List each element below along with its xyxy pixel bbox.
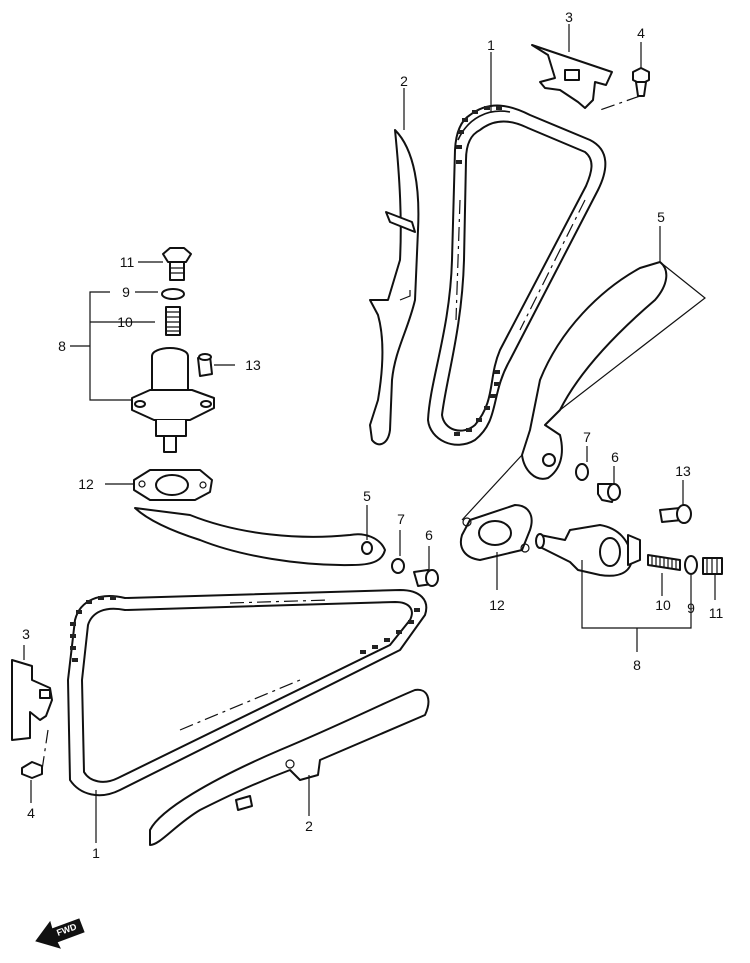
spring-10-left (165, 306, 181, 336)
callout-3-left: 3 (22, 626, 30, 642)
chain-guide-plate-left (11, 659, 53, 741)
washer-9-left (161, 288, 185, 300)
chain-guide-plate-top (531, 44, 613, 109)
callout-12-right: 12 (489, 597, 505, 613)
chain-links-top (456, 106, 511, 164)
gasket-right (460, 454, 533, 561)
callout-10-left: 10 (117, 314, 133, 330)
callout-9-left: 9 (122, 284, 130, 300)
tensioner-arm-right (521, 261, 706, 480)
fwd-arrow-icon: FWD (35, 918, 85, 949)
bolt-6-right (597, 483, 621, 503)
callout-8-right: 8 (633, 657, 641, 673)
tensioner-body-left (131, 347, 215, 453)
callout-9-right: 9 (687, 600, 695, 616)
callout-5-middle: 5 (363, 488, 371, 504)
leader-lines (23, 24, 716, 843)
callout-11-right: 11 (708, 605, 724, 621)
callout-6-middle: 6 (425, 527, 433, 543)
bolt-13-right (659, 504, 692, 524)
bolt-4-top (599, 67, 650, 111)
bolt-11-left (162, 247, 192, 281)
callout-5-right: 5 (657, 209, 665, 225)
cam-chain-upper (427, 104, 607, 446)
chain-links-lower-right (454, 370, 500, 436)
tensioner-assembly-right (535, 524, 723, 577)
chain-links-lower (70, 596, 420, 662)
callout-7-right: 7 (583, 429, 591, 445)
chain-guide-lower (149, 688, 430, 846)
washer-7-middle (391, 558, 405, 574)
bolt-13-left (197, 353, 213, 377)
bolt-11-right (702, 557, 723, 575)
bolt-6-middle (413, 569, 439, 587)
callout-13-right: 13 (675, 463, 691, 479)
callout-2-top: 2 (400, 73, 408, 89)
callout-4-left: 4 (27, 805, 35, 821)
bracket-8-left (89, 291, 132, 401)
bolt-4-left (21, 729, 49, 779)
gasket-left (133, 469, 213, 501)
callout-12-left: 12 (78, 476, 94, 492)
callout-1-bottom: 1 (92, 845, 100, 861)
callout-8-left: 8 (58, 338, 66, 354)
washer-7-right (575, 463, 589, 481)
callout-3-top: 3 (565, 9, 573, 25)
callout-13-left: 13 (245, 357, 261, 373)
washer-9-right (684, 555, 698, 575)
callout-4-top: 4 (637, 25, 645, 41)
callout-1-top: 1 (487, 37, 495, 53)
spring-10-right (647, 554, 681, 571)
callout-10-right: 10 (655, 597, 671, 613)
chain-guide-upper (369, 129, 420, 446)
callout-7-middle: 7 (397, 511, 405, 527)
cam-chain-lower (67, 589, 428, 797)
callout-11-left: 11 (119, 254, 135, 270)
tensioner-arm-middle (134, 507, 386, 567)
callout-2-bottom: 2 (305, 818, 313, 834)
callout-6-right: 6 (611, 449, 619, 465)
